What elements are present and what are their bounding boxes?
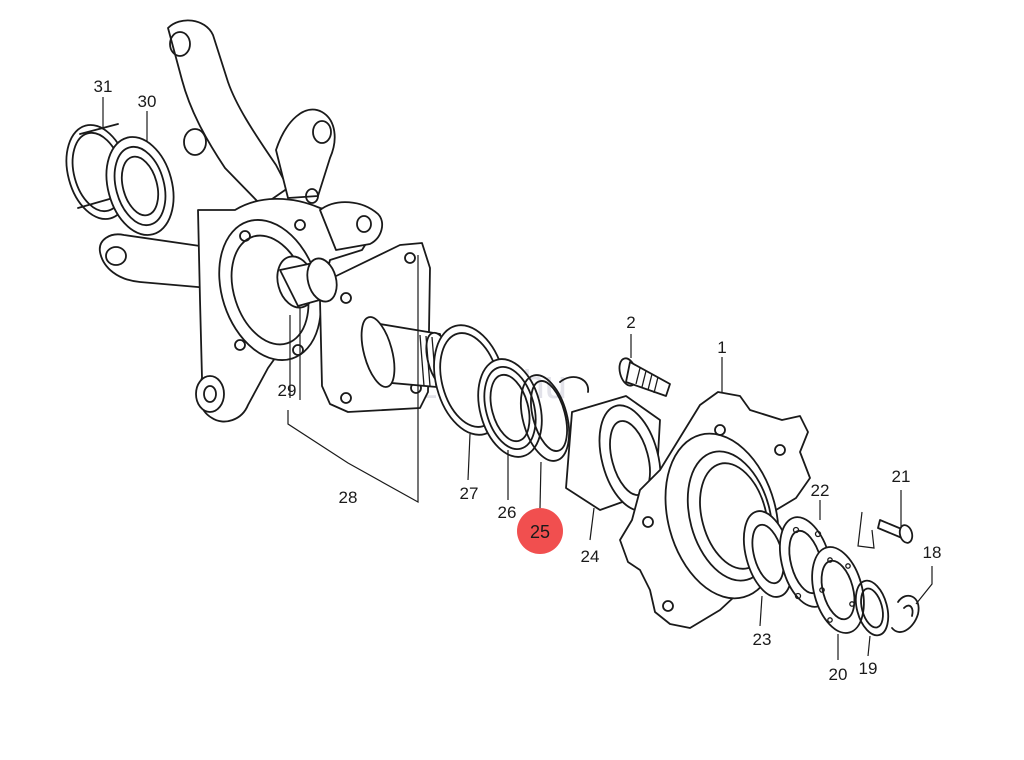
label-26: 26 [498,503,517,522]
label-30: 30 [138,92,157,111]
label-24: 24 [581,547,600,566]
label-28: 28 [339,488,358,507]
label-31: 31 [94,77,113,96]
part-29-bushing [276,255,338,309]
part-30-bearing [105,136,175,236]
label-1: 1 [717,338,726,357]
label-22: 22 [811,481,830,500]
label-20: 20 [829,665,848,684]
label-23: 23 [753,630,772,649]
part-18-snap-ring [891,594,920,633]
label-18: 18 [923,543,942,562]
leader-lines [102,97,933,660]
label-29: 29 [278,381,297,400]
label-21: 21 [892,467,911,486]
part-20-nut [811,546,865,634]
label-19: 19 [859,659,878,678]
label-25: 25 [530,522,550,542]
part-labels: 31 30 29 28 27 26 25 24 2 1 22 21 18 23 … [94,77,942,684]
label-2: 2 [626,313,635,332]
part-19-circlip [854,579,890,637]
bracket-line [857,511,875,549]
part-21-screw [877,519,914,544]
steering-knuckle [98,19,384,423]
part-25-spring-ring [519,374,589,462]
highlight-marker [517,508,563,554]
part-2-stud [618,357,671,397]
label-27: 27 [460,484,479,503]
